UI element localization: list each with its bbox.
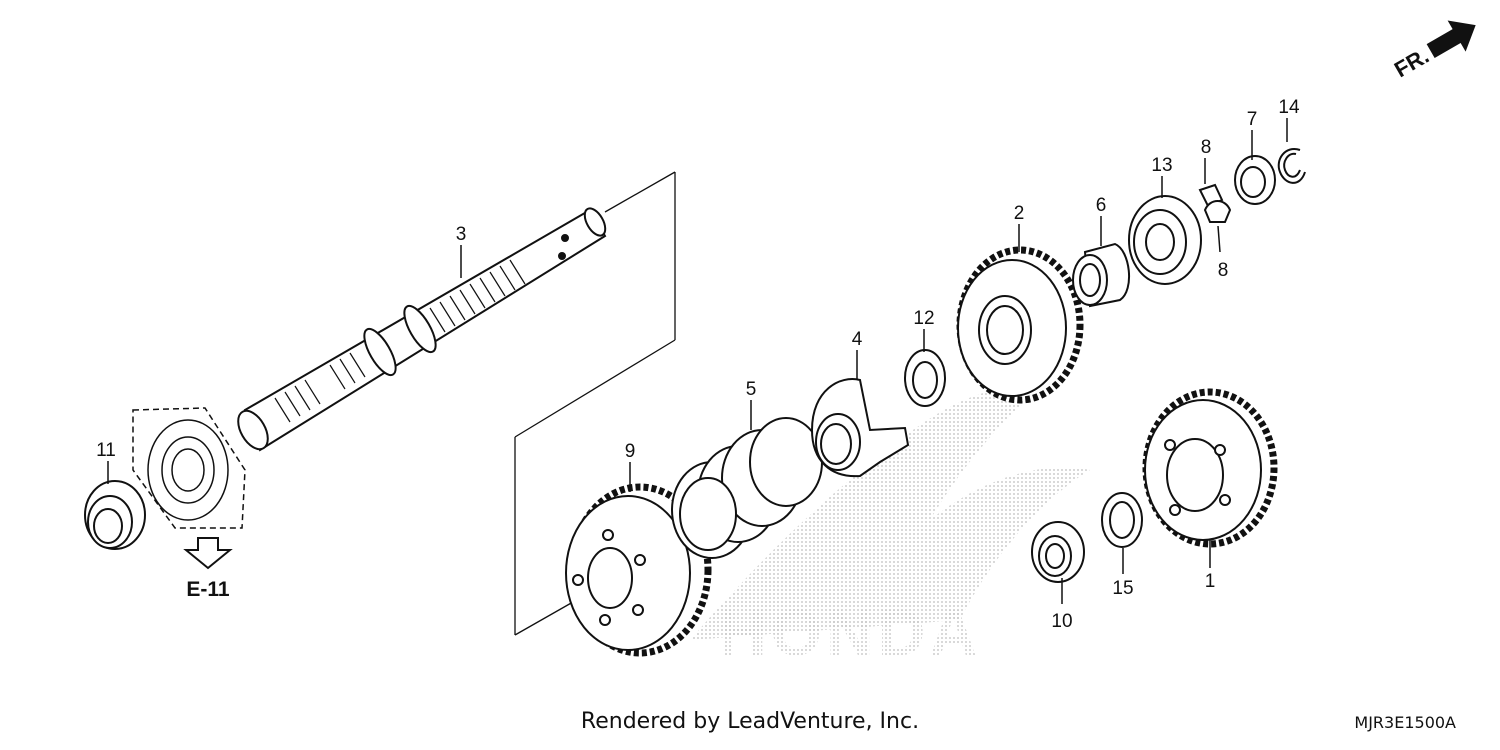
- callout-10: 10: [1051, 611, 1072, 632]
- callout-13: 13: [1151, 155, 1172, 176]
- callout-labels: 3 2 6 13 8 8 7 14 12 4 5 9 11 10 15 1: [96, 97, 1300, 632]
- front-label: FR.: [1390, 43, 1433, 82]
- part-11-lock-nut[interactable]: [84, 480, 146, 550]
- callout-6: 6: [1096, 195, 1107, 216]
- arrow-down-icon: [183, 537, 233, 570]
- callout-12: 12: [913, 308, 934, 329]
- assembly-guide-lines: [514, 171, 676, 636]
- part-4-lifter[interactable]: [810, 378, 910, 478]
- callout-15: 15: [1112, 578, 1133, 599]
- part-6-collar[interactable]: [1072, 242, 1131, 308]
- diagram-code: MJR3E1500A: [1354, 713, 1456, 732]
- callout-1: 1: [1205, 571, 1216, 592]
- callout-9: 9: [625, 441, 636, 462]
- callout-3: 3: [456, 224, 467, 245]
- part-7-ring[interactable]: [1234, 155, 1276, 205]
- part-8-collet-upper[interactable]: [1198, 183, 1232, 223]
- callout-8-upper: 8: [1201, 137, 1212, 158]
- callout-4: 4: [852, 329, 863, 350]
- bearing-e11-outline: [132, 407, 246, 529]
- credit-text: Rendered by LeadVenture, Inc.: [580, 709, 920, 734]
- callout-5: 5: [746, 379, 757, 400]
- part-3-shaft[interactable]: [232, 205, 609, 454]
- arrow-right-icon: [1426, 20, 1476, 58]
- bearing-e11: [147, 419, 229, 521]
- part-14-snap-ring[interactable]: [1277, 148, 1306, 184]
- callout-7: 7: [1247, 109, 1258, 130]
- callout-8-lower: 8: [1218, 260, 1229, 281]
- part-12-washer[interactable]: [904, 349, 946, 407]
- leader-lines: [107, 118, 1288, 604]
- part-2-gear[interactable]: [956, 246, 1084, 404]
- honda-watermark: HONDA: [690, 387, 1090, 669]
- part-13-bearing[interactable]: [1128, 195, 1202, 285]
- callout-11: 11: [96, 440, 116, 461]
- part-10-nut[interactable]: [1031, 521, 1085, 583]
- honda-watermark-text: HONDA: [719, 595, 981, 669]
- part-1-gear[interactable]: [1142, 388, 1278, 548]
- part-15-washer[interactable]: [1101, 492, 1143, 548]
- part-5-spring[interactable]: [671, 417, 823, 559]
- reference-e11[interactable]: E-11: [186, 578, 230, 601]
- front-direction-indicator: FR.: [1390, 20, 1476, 82]
- callout-14: 14: [1278, 97, 1300, 118]
- callout-2: 2: [1014, 203, 1025, 224]
